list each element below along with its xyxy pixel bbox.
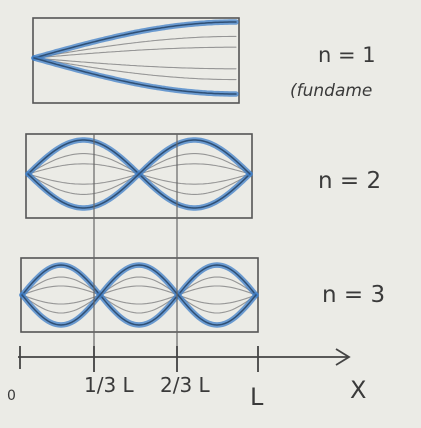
mode-3-envelope-curve (21, 264, 257, 326)
mode-2-frame (25, 133, 253, 219)
mode-1-envelope-curve (33, 21, 237, 59)
x-axis-arrowhead (335, 348, 351, 366)
mode-2-envelope-curve (27, 139, 251, 209)
mode-3-panel (19, 257, 259, 333)
mode-2-panel (25, 133, 253, 219)
tick-label-two-thirds: 2/3 L (160, 373, 211, 397)
x-axis (18, 346, 351, 372)
mode-1-panel (31, 17, 240, 104)
mode-3-intermediate-curve (21, 276, 257, 314)
mode-1-label: n = 1 (318, 43, 376, 67)
mode-3-frame (20, 257, 259, 333)
mode-3-intermediate-curve (21, 285, 257, 305)
mode-1-intermediate-curve (33, 46, 237, 59)
node-guide-lines (93, 134, 178, 372)
mode-1-intermediate-curve (33, 35, 237, 59)
mode-2-label: n = 2 (318, 168, 381, 194)
mode-2-waveforms (25, 137, 253, 211)
mode-3-intermediate-curve (21, 285, 257, 305)
tick-label-0: 0 (7, 388, 16, 404)
mode-3-envelope-highlight (19, 262, 259, 328)
mode-3-waveforms (19, 262, 259, 328)
mode-1-sublabel: (fundame (290, 81, 372, 101)
mode-1-envelope-curve (33, 57, 237, 95)
tick-label-L: L (250, 383, 264, 411)
mode-3-intermediate-curve (21, 276, 257, 314)
mode-1-waveforms (31, 19, 239, 97)
mode-3-envelope-highlight (19, 262, 259, 328)
mode-3-envelope-curve (21, 264, 257, 326)
tick-label-third: 1/3 L (84, 373, 135, 397)
mode-1-intermediate-curve (33, 57, 237, 81)
mode-3-label: n = 3 (322, 282, 385, 308)
mode-1-intermediate-curve (33, 57, 237, 70)
x-axis-variable-label: X (350, 376, 366, 404)
